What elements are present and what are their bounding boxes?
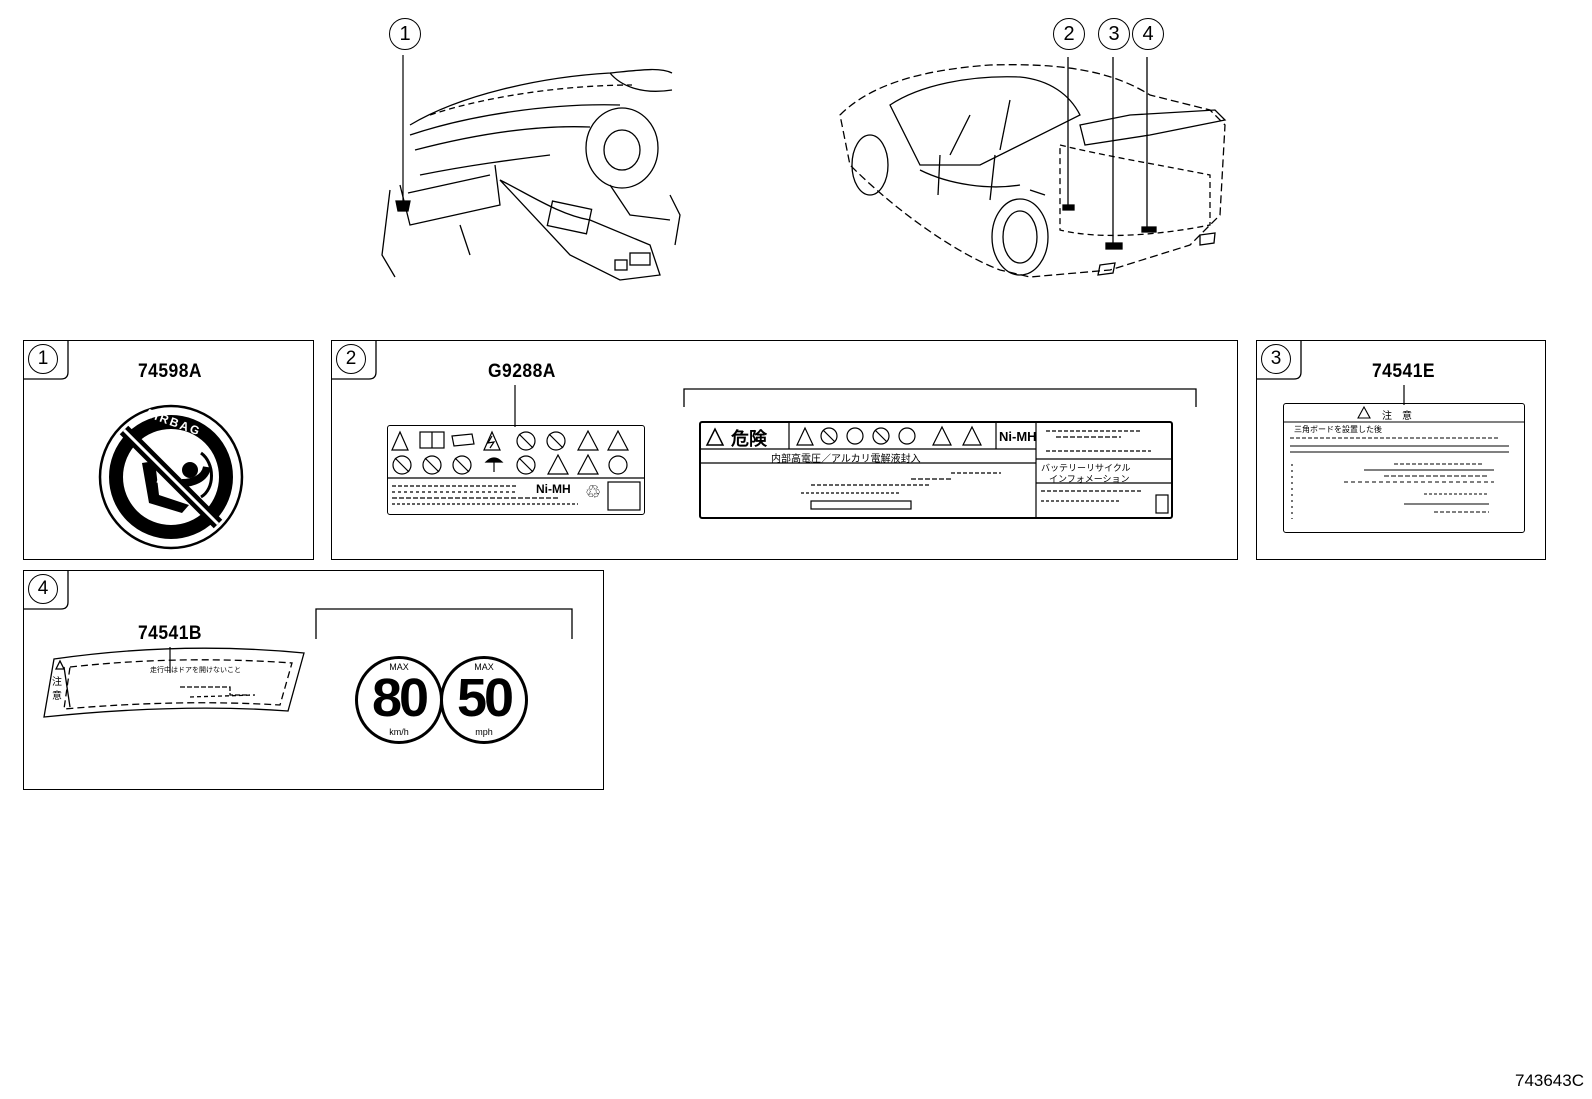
panel-tab: 2 — [331, 340, 377, 380]
part-number: 74541B — [138, 623, 202, 644]
speed-value: 80 — [371, 668, 429, 728]
warning-triangle-icon — [391, 430, 409, 451]
caution-title: 注 意 — [1382, 411, 1412, 422]
car-rear-illustration — [830, 15, 1240, 295]
speed-unit: mph — [475, 727, 493, 737]
panel-tab: 4 — [23, 570, 69, 610]
recycle-info-line2: インフォメーション — [1049, 475, 1130, 485]
part-number: 74598A — [138, 361, 202, 382]
panel-number: 3 — [1261, 344, 1291, 374]
no-child-seat-airbag-icon — [97, 403, 245, 551]
caution-text: 三角ボードを設置した後 — [1294, 425, 1382, 434]
interior-dashboard-illustration — [370, 15, 690, 295]
recycle-icon: ♲ — [585, 482, 602, 502]
speed-max-label: MAX — [474, 662, 494, 672]
panel-2: 2 G9288A — [331, 340, 1238, 560]
nimh-label: Ni-MH — [536, 482, 571, 496]
panel-4: 4 74541B 注 意 走行中はドアを開けないこと MAX 80 km/h M… — [23, 570, 604, 790]
part-number: 74541E — [1372, 361, 1436, 382]
battery-warning-label: Ni-MH ♲ — [387, 425, 645, 515]
danger-subtitle: 内部高電圧／アルカリ電解液封入 — [771, 454, 921, 465]
warning-triangle-icon — [1357, 405, 1371, 419]
panel-3: 3 74541E 注 意 三角ボードを設置した後 — [1256, 340, 1546, 560]
panel-number: 1 — [28, 344, 58, 374]
curved-caution-label: 注 意 走行中はドアを開けないこと — [40, 647, 310, 723]
speed-max-label: MAX — [389, 662, 409, 672]
panel-1: 1 74598A AIRBAG — [23, 340, 314, 560]
bracket-line — [683, 388, 1197, 407]
callout-1: 1 — [389, 18, 421, 50]
callout-3: 3 — [1098, 18, 1130, 50]
leader-line — [514, 385, 516, 427]
danger-label: 危険 Ni-MH 内部高電圧／アルカリ電解液封入 バッテリーリサイクル インフォ… — [699, 421, 1173, 519]
part-number: G9288A — [488, 361, 556, 382]
danger-nimh: Ni-MH — [999, 429, 1037, 444]
speed-limit-icon-mph: MAX 50 mph — [440, 656, 528, 744]
panel-number: 4 — [28, 574, 58, 604]
speed-limit-icon-kmh: MAX 80 km/h — [355, 656, 443, 744]
curve-text: 走行中はドアを開けないこと — [150, 666, 241, 674]
recycle-info-line1: バッテリーリサイクル — [1041, 464, 1131, 474]
callout-4: 4 — [1132, 18, 1164, 50]
warning-triangle-icon — [705, 427, 725, 446]
speed-unit: km/h — [389, 727, 409, 737]
panel-number: 2 — [336, 344, 366, 374]
panel-tab: 3 — [1256, 340, 1302, 380]
diagram-code: 743643C — [1514, 1071, 1584, 1090]
leader-line — [1403, 385, 1405, 405]
bracket-line — [315, 608, 573, 639]
curve-side-2: 意 — [52, 691, 62, 702]
speed-value: 50 — [456, 668, 514, 728]
caution-label: 注 意 三角ボードを設置した後 — [1283, 403, 1525, 533]
callout-2: 2 — [1053, 18, 1085, 50]
danger-title: 危険 — [731, 429, 767, 450]
panel-tab: 1 — [23, 340, 69, 380]
curve-side-1: 注 — [52, 677, 62, 688]
